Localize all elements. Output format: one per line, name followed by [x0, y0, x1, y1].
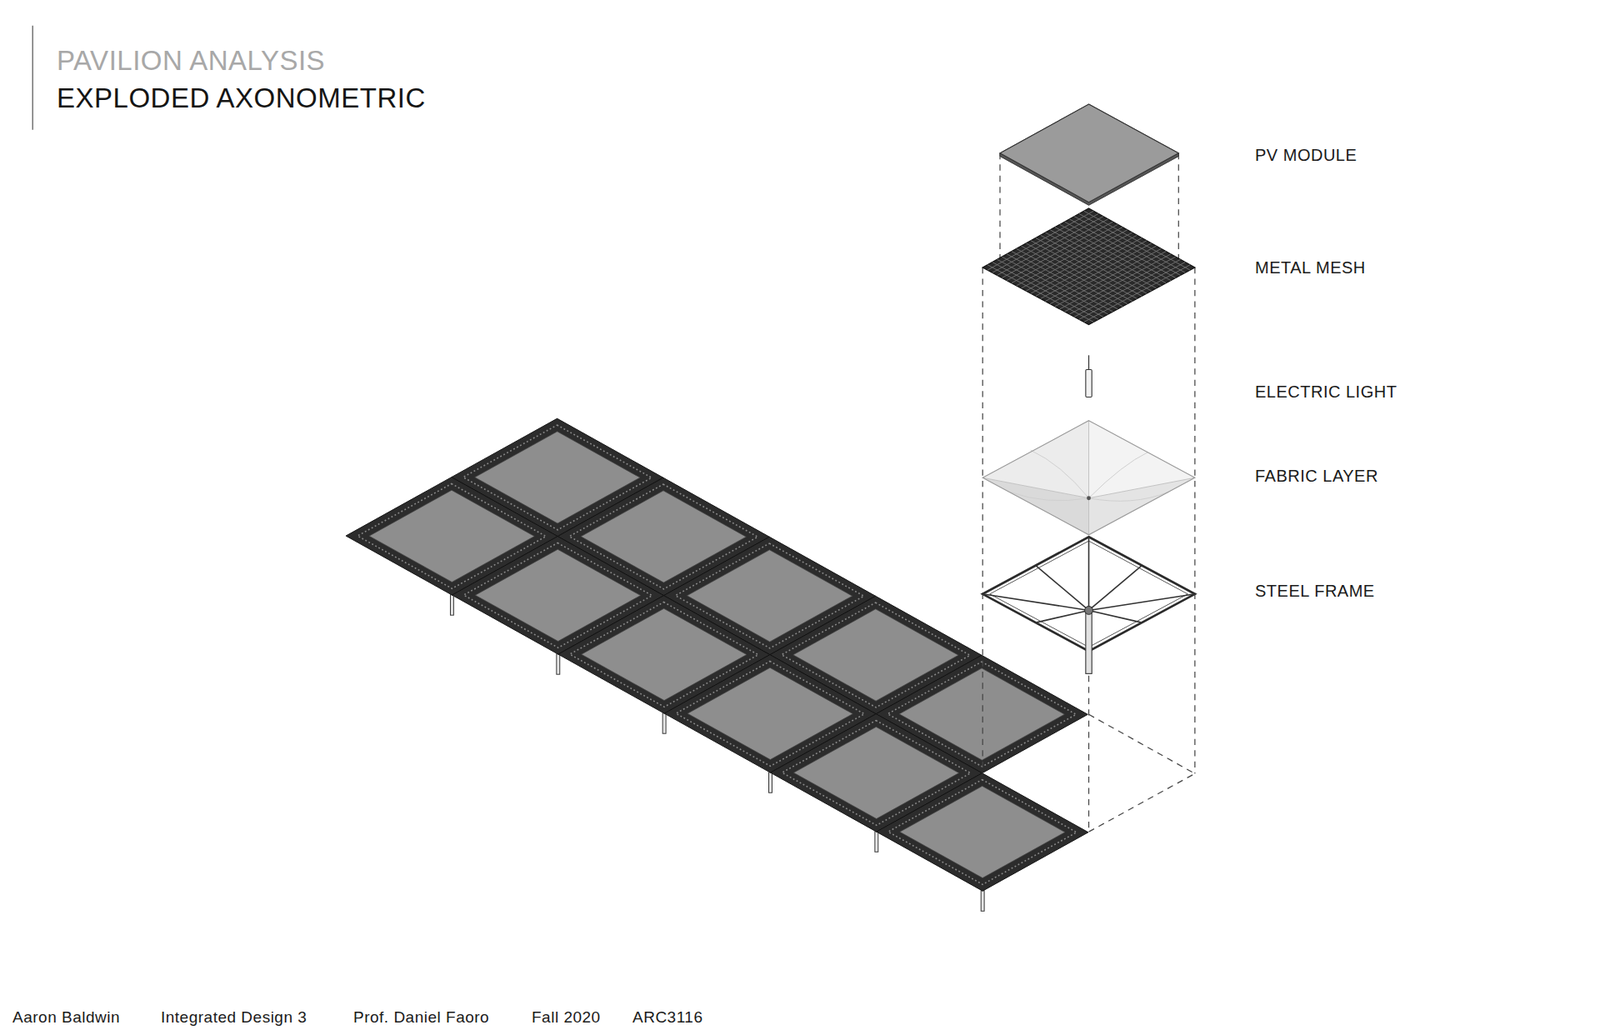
pv-module	[1000, 104, 1179, 203]
column	[769, 772, 773, 793]
mesh-line	[1001, 256, 1108, 315]
projection-line	[1088, 653, 1090, 832]
footer-text: Fall 2020	[531, 1009, 601, 1025]
part-name: ELECTRIC LIGHT	[1255, 383, 1397, 400]
frame-rib	[1035, 610, 1090, 623]
column	[980, 890, 985, 911]
frame-hub	[1085, 606, 1094, 615]
frame-rib	[1035, 565, 1090, 611]
pavilion-roof	[345, 418, 1089, 911]
mesh-line	[1030, 240, 1137, 300]
mesh-line	[1035, 237, 1142, 296]
frame-column	[1085, 610, 1092, 674]
pv-panel	[900, 785, 1065, 878]
projection-line	[1089, 773, 1195, 832]
column	[662, 713, 666, 734]
title-rule	[32, 25, 34, 130]
mesh-line	[1045, 243, 1151, 302]
projection-line	[1089, 714, 1195, 774]
page-title: EXPLODED AXONOMETRIC	[56, 84, 426, 112]
exploded-stack	[982, 104, 1195, 832]
projection-line	[982, 267, 984, 774]
fabric-fold	[1010, 450, 1169, 501]
fabric-seam	[1088, 420, 1090, 499]
projection-line	[1194, 267, 1195, 774]
mesh-line	[1055, 248, 1161, 306]
projection-line	[1178, 153, 1180, 264]
metal-mesh	[982, 208, 1195, 325]
fabric-seam	[1088, 498, 1090, 535]
fabric-hub	[1086, 495, 1091, 500]
projection-line	[999, 153, 1000, 264]
column	[556, 654, 560, 675]
light-cord	[1088, 355, 1090, 370]
pv-module-edge	[1000, 104, 1179, 205]
mesh-line	[1060, 251, 1166, 310]
frame-rib	[1089, 565, 1143, 611]
fabric-seam	[1089, 477, 1195, 498]
electric-light	[1085, 369, 1092, 397]
mesh-line	[1035, 237, 1142, 296]
frame-rib	[1088, 536, 1090, 610]
part-name: PV MODULE	[1255, 146, 1357, 164]
mesh-line	[992, 262, 1099, 320]
footer-text: Prof. Daniel Faoro	[353, 1009, 490, 1025]
mesh-line	[1079, 262, 1185, 320]
mesh-line	[1011, 251, 1118, 310]
mesh-line	[997, 259, 1104, 317]
mesh-line	[1065, 254, 1171, 312]
mesh-line	[1069, 256, 1175, 315]
part-name: METAL MESH	[1255, 259, 1366, 276]
mesh-line	[1074, 259, 1180, 317]
mesh-line	[1006, 254, 1113, 312]
section-title: PAVILION ANALYSIS	[56, 46, 325, 75]
mesh-line	[987, 265, 1094, 323]
mesh-line	[1050, 245, 1156, 304]
footer-text: Integrated Design 3	[160, 1009, 307, 1025]
mesh-line	[1020, 245, 1127, 304]
mesh-line	[1025, 243, 1132, 302]
mesh-line	[1040, 240, 1147, 300]
frame-rib	[1089, 610, 1143, 623]
part-name: STEEL FRAME	[1255, 582, 1375, 600]
mesh-line	[1016, 248, 1123, 306]
fabric-outline	[982, 420, 1195, 535]
column	[875, 831, 879, 852]
column	[450, 595, 454, 615]
mesh-line	[1084, 265, 1190, 323]
part-name: FABRIC LAYER	[1255, 467, 1379, 485]
mesh-texture	[888, 780, 1077, 885]
footer-text: Aaron Baldwin	[12, 1009, 120, 1025]
footer-text: ARC3116	[632, 1009, 703, 1025]
mesh-frame	[876, 773, 1089, 891]
